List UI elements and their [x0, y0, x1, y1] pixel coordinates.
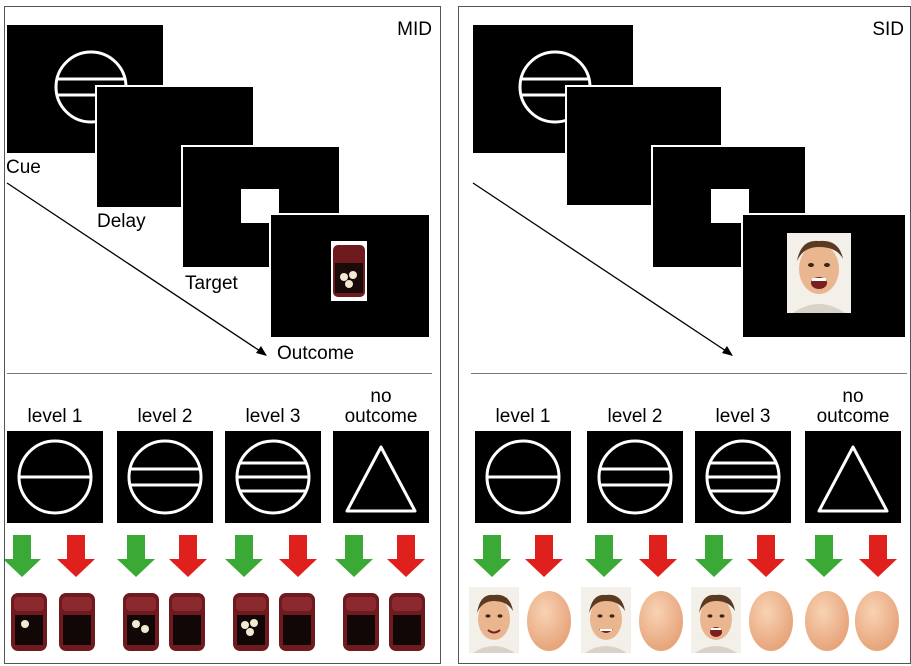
mid-wallet-level-3-win	[233, 593, 269, 651]
mid-wallet-no-outcome-a	[343, 593, 379, 651]
sid-cue-no-outcome	[805, 431, 901, 523]
mid-panel-label: MID	[397, 19, 432, 40]
sid-red-arrow-3	[747, 535, 785, 577]
smiling-face-image	[787, 233, 851, 313]
sid-level-3-label: level 3	[715, 406, 771, 427]
mid-outcome-screen	[269, 213, 431, 339]
mid-level-1-label: level 1	[27, 406, 83, 427]
circle-three-lines-icon	[235, 439, 311, 515]
triangle-icon	[817, 445, 889, 513]
mid-red-arrow-2	[169, 535, 207, 577]
sid-outcome-screen	[741, 213, 907, 339]
sid-level-1-label: level 1	[495, 406, 551, 427]
mid-no-outcome-label: no outcome	[344, 386, 418, 427]
mid-green-arrow-2	[117, 535, 155, 577]
sid-green-arrow-3	[695, 535, 733, 577]
mid-red-arrow-3	[279, 535, 317, 577]
mid-wallet-level-2-empty	[169, 593, 205, 651]
mid-wallet-level-1-win	[11, 593, 47, 651]
label-cue: Cue	[6, 157, 41, 178]
sid-level-2-label: level 2	[607, 406, 663, 427]
sid-panel: SID level 1 level 2 level 3 no outcom	[458, 6, 911, 664]
mid-outcomes	[11, 593, 425, 651]
sid-face-level-3-win	[691, 587, 741, 653]
mid-green-arrow-1	[5, 535, 41, 577]
sid-red-arrow-1	[525, 535, 563, 577]
sid-green-arrow-1	[473, 535, 511, 577]
mid-level-3-label: level 3	[245, 406, 301, 427]
triangle-icon	[345, 445, 417, 513]
sid-outcomes	[469, 587, 899, 653]
mid-green-arrow-3	[225, 535, 263, 577]
mid-cue-level-1	[7, 431, 103, 523]
mid-green-arrow-4	[335, 535, 373, 577]
circle-two-lines-icon	[127, 439, 203, 515]
mid-divider	[7, 373, 432, 374]
sid-egg-level-3	[749, 591, 793, 651]
mid-cue-level-2	[117, 431, 213, 523]
sid-cue-level-3	[695, 431, 791, 523]
circle-one-line-icon	[17, 439, 93, 515]
mid-arrows	[5, 535, 425, 577]
mid-cue-no-outcome	[333, 431, 429, 523]
sid-no-outcome-label: no outcome	[816, 386, 890, 427]
sid-cue-level-1	[475, 431, 571, 523]
mid-cue-level-3	[225, 431, 321, 523]
mid-level-2-label: level 2	[137, 406, 193, 427]
circle-two-lines-icon	[597, 439, 673, 515]
label-outcome: Outcome	[277, 343, 355, 364]
mid-red-arrow-1	[57, 535, 95, 577]
sid-cue-level-2	[587, 431, 683, 523]
circle-one-line-icon	[485, 439, 561, 515]
sid-green-arrow-4	[805, 535, 843, 577]
mid-wallet-no-outcome-b	[389, 593, 425, 651]
mid-red-arrow-4	[387, 535, 425, 577]
sid-egg-no-outcome-a	[805, 591, 849, 651]
wallet-coins-icon	[331, 241, 367, 301]
sid-face-level-1-win	[469, 587, 519, 653]
sid-arrows	[473, 535, 897, 577]
mid-panel: MID Cue Delay Target Outcome level 1 lev…	[4, 6, 441, 664]
mid-wallet-level-1-empty	[59, 593, 95, 651]
sid-egg-level-1	[527, 591, 571, 651]
sid-red-arrow-2	[639, 535, 677, 577]
sid-panel-label: SID	[872, 19, 904, 40]
mid-wallet-level-2-win	[123, 593, 159, 651]
sid-face-level-2-win	[581, 587, 631, 653]
mid-wallet-level-3-empty	[279, 593, 315, 651]
circle-three-lines-icon	[705, 439, 781, 515]
sid-green-arrow-2	[585, 535, 623, 577]
sid-red-arrow-4	[859, 535, 897, 577]
sid-egg-level-2	[639, 591, 683, 651]
sid-divider	[471, 373, 907, 374]
sid-egg-no-outcome-b	[855, 591, 899, 651]
